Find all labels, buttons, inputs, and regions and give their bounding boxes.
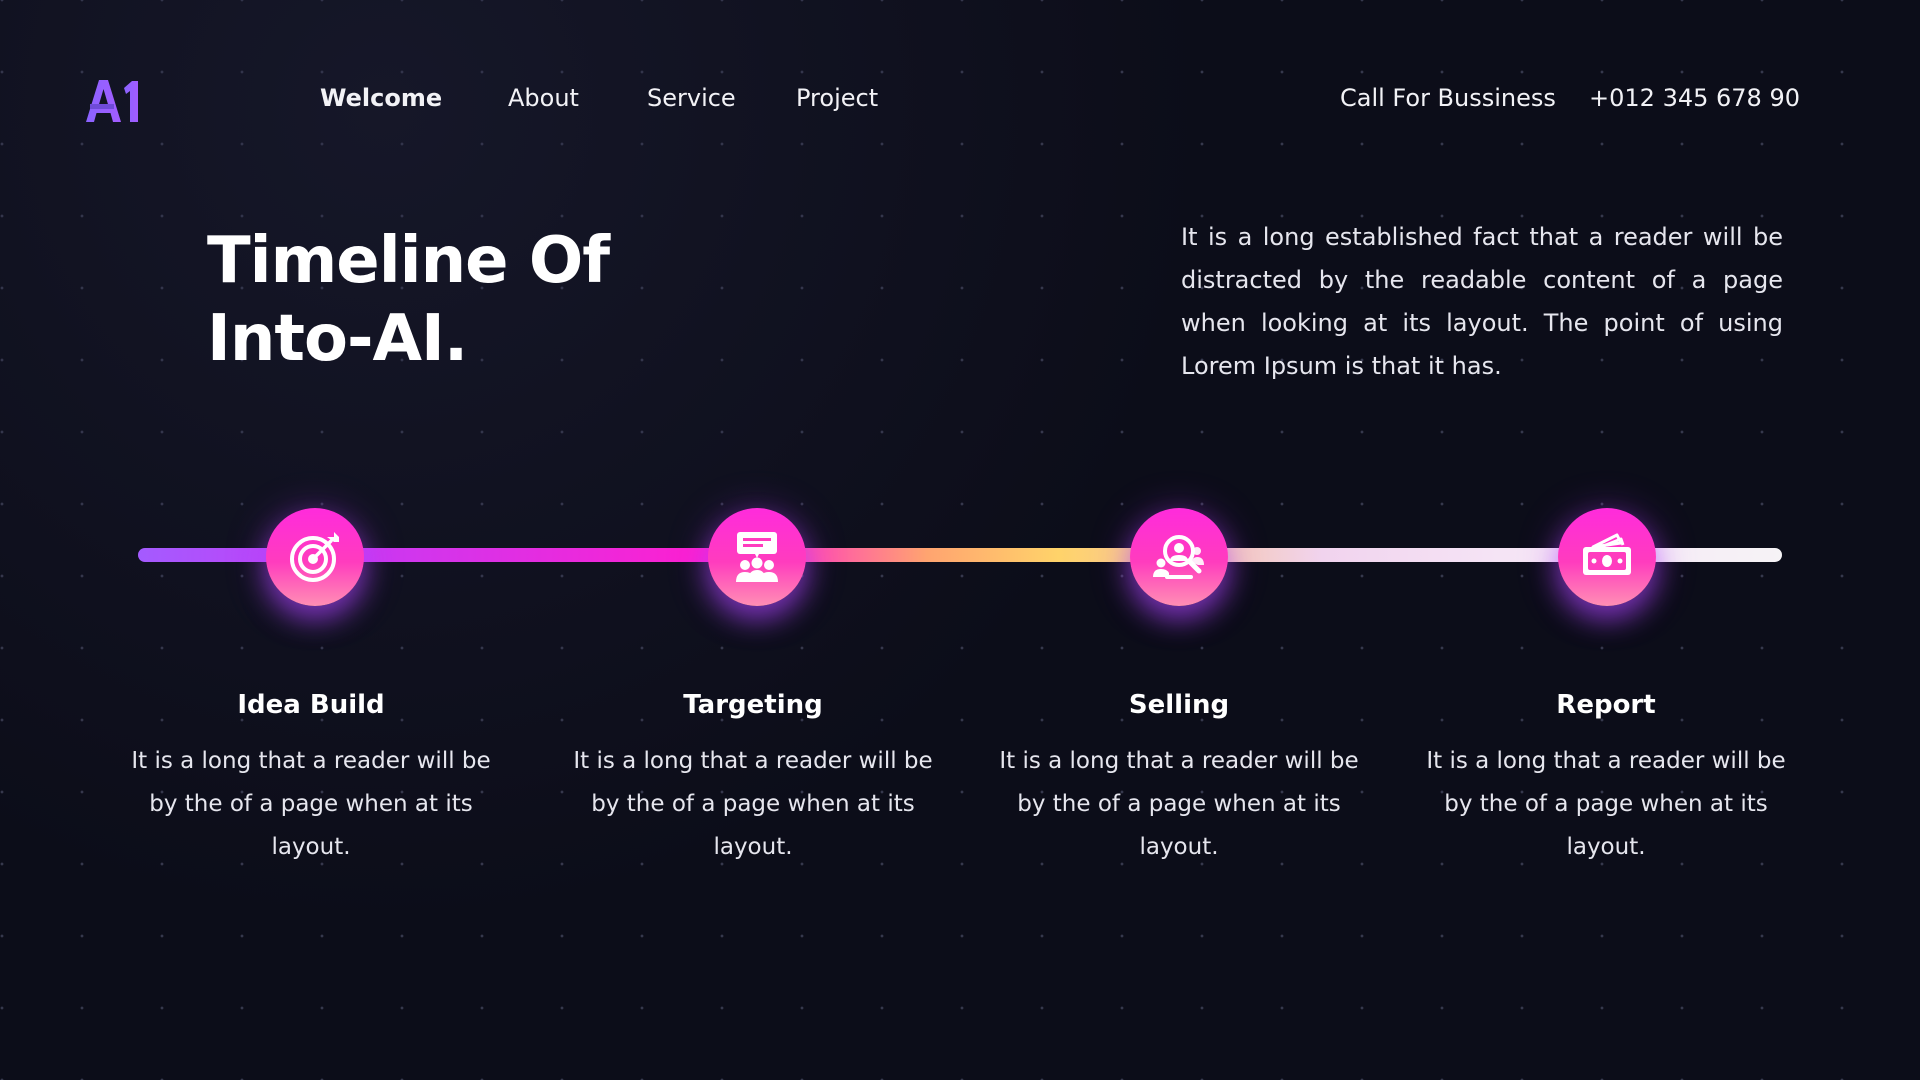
timeline-node-targeting[interactable] bbox=[708, 508, 806, 606]
customer-search-icon bbox=[1153, 535, 1204, 579]
target-icon bbox=[290, 532, 339, 582]
audience-presentation-icon bbox=[736, 532, 778, 582]
step-description-report: It is a long that a reader will be by th… bbox=[1426, 748, 1786, 860]
money-icon bbox=[1583, 533, 1631, 575]
phone-number[interactable]: +012 345 678 90 bbox=[1589, 84, 1800, 112]
step-title-idea-build: Idea Build bbox=[237, 690, 385, 720]
step-description-targeting: It is a long that a reader will be by th… bbox=[573, 748, 933, 860]
step-description-selling: It is a long that a reader will be by th… bbox=[999, 748, 1359, 860]
step-title-selling: Selling bbox=[1128, 690, 1230, 720]
timeline-node-idea-build[interactable] bbox=[266, 508, 364, 606]
timeline-track bbox=[138, 548, 1782, 562]
nav-service[interactable]: Service bbox=[647, 84, 736, 112]
page-title-line-2: Into-AI. bbox=[207, 302, 468, 376]
logo[interactable] bbox=[84, 78, 142, 124]
nav-project[interactable]: Project bbox=[796, 84, 879, 112]
logo-icon bbox=[86, 80, 138, 122]
step-description-idea-build: It is a long that a reader will be by th… bbox=[131, 748, 491, 860]
timeline-node-report[interactable] bbox=[1558, 508, 1656, 606]
step-title-targeting: Targeting bbox=[683, 690, 823, 720]
nav-welcome[interactable]: Welcome bbox=[320, 84, 443, 112]
page-title-line-1: Timeline Of bbox=[207, 224, 610, 298]
page-title: Timeline Of Into-AI. bbox=[207, 222, 610, 378]
timeline-node-selling[interactable] bbox=[1130, 508, 1228, 606]
contact-label: Call For Bussiness bbox=[1340, 84, 1556, 112]
nav-about[interactable]: About bbox=[508, 84, 579, 112]
hero-description: It is a long established fact that a rea… bbox=[1181, 223, 1783, 380]
step-title-report: Report bbox=[1556, 690, 1656, 720]
